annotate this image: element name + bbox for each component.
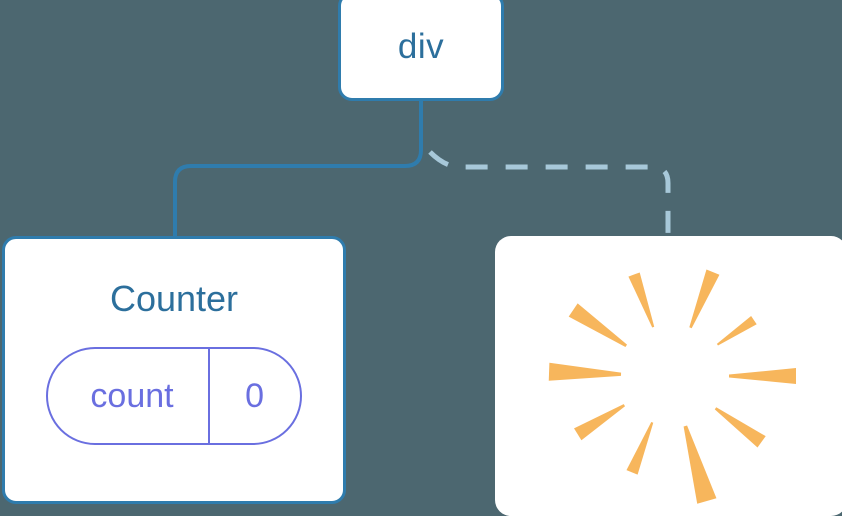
node-sparkle[interactable] xyxy=(495,236,842,516)
sunburst-ray-5 xyxy=(626,421,654,475)
sunburst-ray-7 xyxy=(548,362,622,381)
sunburst-ray-6 xyxy=(574,404,626,441)
state-capsule-count[interactable]: count 0 xyxy=(46,347,302,445)
state-key-label: count xyxy=(90,377,174,415)
edge-div-to-sparkle xyxy=(428,150,671,239)
sunburst-ray-8 xyxy=(568,303,628,347)
node-counter-label: Counter xyxy=(109,278,239,319)
sunburst-ray-1 xyxy=(716,315,757,346)
sunburst-icon xyxy=(548,269,796,504)
node-div-label: div xyxy=(397,27,445,66)
sunburst-ray-4 xyxy=(683,425,717,504)
edge-div-to-counter xyxy=(173,99,423,241)
state-value-label: 0 xyxy=(207,349,300,443)
sunburst-ray-3 xyxy=(714,407,766,448)
sunburst-ray-0 xyxy=(689,269,720,329)
sunburst-ray-2 xyxy=(729,368,796,384)
node-counter[interactable]: Counter count 0 xyxy=(2,236,346,504)
node-div[interactable]: div xyxy=(338,0,504,101)
sunburst-rays xyxy=(548,269,796,504)
sunburst-ray-9 xyxy=(628,272,655,328)
